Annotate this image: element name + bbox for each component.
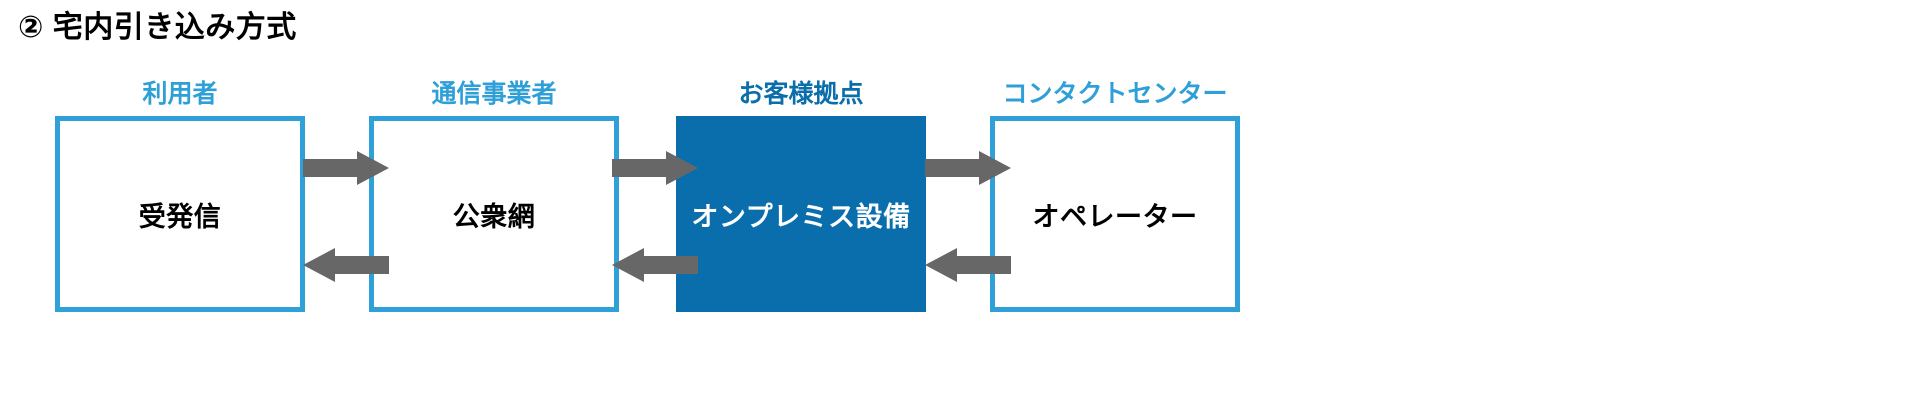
- column-label-customer-site: お客様拠点: [738, 80, 864, 108]
- node-box-public-network[interactable]: 公衆網: [369, 116, 619, 312]
- column-label-carrier: 通信事業者: [431, 80, 557, 108]
- arrow-right-site-to-contact-center: [925, 151, 1011, 185]
- column-label-contact-center: コンタクトセンター: [1002, 80, 1228, 108]
- arrow-right-user-to-carrier: [303, 151, 389, 185]
- node-box-operator-text: オペレーター: [1032, 201, 1198, 232]
- node-box-on-premise-text: オンプレミス設備: [691, 201, 911, 232]
- node-box-public-network-text: 公衆網: [452, 201, 536, 232]
- node-box-on-premise[interactable]: オンプレミス設備: [676, 116, 926, 312]
- node-box-operator[interactable]: オペレーター: [990, 116, 1240, 312]
- arrow-left-contact-center-to-site: [925, 248, 1011, 282]
- arrow-right-carrier-to-site: [612, 151, 698, 185]
- column-label-user: 利用者: [142, 80, 218, 108]
- page-title: ② 宅内引き込み方式: [18, 11, 297, 44]
- arrow-left-carrier-to-user: [303, 248, 389, 282]
- node-box-user[interactable]: 受発信: [55, 116, 305, 312]
- node-box-user-text: 受発信: [138, 201, 222, 232]
- arrow-left-site-to-carrier: [612, 248, 698, 282]
